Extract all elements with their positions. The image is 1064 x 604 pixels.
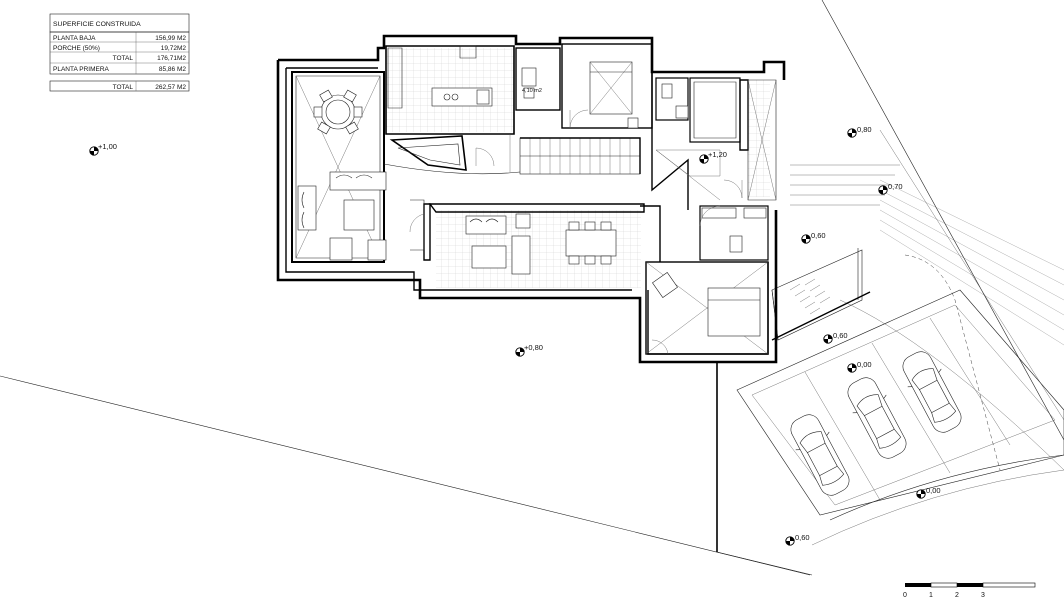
grand-total-value: 262,57 M2 xyxy=(155,84,186,91)
scale-tick-2: 2 xyxy=(955,592,959,599)
terrace-floor xyxy=(748,80,770,197)
scale-tick-0: 0 xyxy=(903,592,907,599)
pergola xyxy=(771,248,871,341)
site-lines xyxy=(0,0,1064,576)
level-marker-parking-top: 0,00 xyxy=(857,360,872,369)
row-total-label: TOTAL xyxy=(113,55,134,62)
stairs xyxy=(519,137,641,175)
car-3 xyxy=(895,345,969,439)
row-planta-primera-value: 85,86 M2 xyxy=(159,66,186,73)
level-marker-ne: 0,80 xyxy=(857,125,872,134)
scale-tick-3: 3 xyxy=(981,592,985,599)
level-marker-center: +0,80 xyxy=(524,343,543,352)
scale-tick-1: 1 xyxy=(929,592,933,599)
scale-bar: 0 1 2 3 xyxy=(903,582,1036,599)
row-total-value: 176,71M2 xyxy=(157,55,186,62)
row-planta-baja-label: PLANTA BAJA xyxy=(53,35,96,42)
level-marker-e: 0,70 xyxy=(888,182,903,191)
row-planta-baja-value: 156,99 M2 xyxy=(155,35,186,42)
level-marker-entry: +1,20 xyxy=(708,150,727,159)
bath-area-label: 4,10 m2 xyxy=(522,88,542,94)
level-marker-parking-edge: 0,60 xyxy=(833,331,848,340)
level-marker-w: +1,00 xyxy=(98,142,117,151)
parking-area xyxy=(736,289,1064,516)
row-porche-value: 19,72M2 xyxy=(161,45,187,52)
level-marker-parking-bottom: 0,00 xyxy=(926,486,941,495)
surface-table: SUPERFICIE CONSTRUIDA PLANTA BAJA 156,99… xyxy=(49,13,190,92)
car-2 xyxy=(840,371,914,465)
house-walls: 4,10 m2 xyxy=(276,34,786,364)
grand-total-label: TOTAL xyxy=(113,84,134,91)
surface-table-title: SUPERFICIE CONSTRUIDA xyxy=(53,21,141,28)
level-markers: +1,00 +1,20 0,80 0,70 0,60 0,60 +0,80 0,… xyxy=(89,125,941,546)
car-1 xyxy=(783,408,857,502)
row-planta-primera-label: PLANTA PRIMERA xyxy=(53,66,110,73)
row-porche-label: PORCHE (50%) xyxy=(53,45,100,52)
level-marker-patio: 0,60 xyxy=(811,231,826,240)
level-marker-south: 0,60 xyxy=(795,533,810,542)
